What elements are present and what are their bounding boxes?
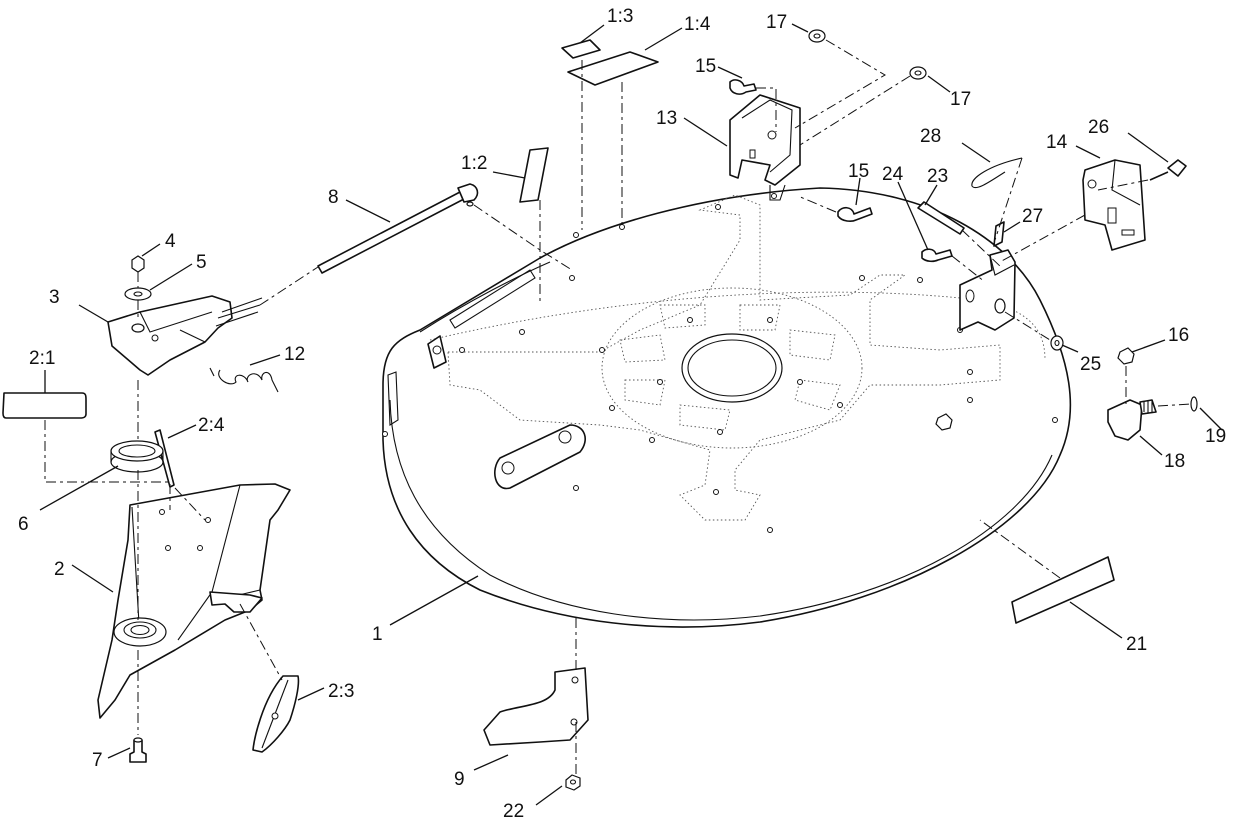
callout-1-4: 1:4 [684,14,711,35]
callout-15-mid: 15 [848,161,869,182]
callout-7: 7 [92,750,103,771]
pin-23 [917,201,965,235]
washer-5 [124,287,152,301]
bolt-15-mid [837,206,873,222]
callout-1: 1 [372,624,383,645]
callout-14: 14 [1046,132,1068,153]
callout-18: 18 [1164,451,1185,472]
callout-6: 6 [18,514,29,535]
nut-17-right [909,66,927,80]
callout-16: 16 [1168,325,1189,346]
nut-4 [131,255,145,273]
callout-15-top: 15 [695,56,716,77]
pin-2-4 [154,429,175,488]
hitch-bracket [959,249,1016,331]
callout-1-3: 1:3 [607,6,633,27]
callout-2-3: 2:3 [328,681,354,702]
callout-5: 5 [196,252,207,273]
bracket-14 [1082,159,1146,251]
callout-19: 19 [1205,426,1226,447]
callout-8: 8 [328,187,339,208]
bracket-3 [107,295,263,376]
nut-17-top [808,29,826,43]
rod-8 [317,183,479,274]
bolt-26 [1149,159,1187,181]
callout-4: 4 [165,231,176,252]
discharge-chute [97,483,291,719]
callout-26: 26 [1088,117,1109,138]
callout-9: 9 [454,769,465,790]
fitting-18 [1107,399,1157,441]
callout-22: 22 [503,801,524,822]
decal-2-1 [2,392,87,419]
nut-22 [565,774,581,791]
hairpin-28 [971,157,1023,189]
bolt-16 [1117,347,1135,365]
mower-deck [382,187,1072,628]
clip-27 [993,221,1005,247]
callout-17-right: 17 [950,89,971,110]
spring-12 [209,367,279,393]
callout-1-2: 1:2 [461,153,487,174]
decal-1-2 [519,147,549,203]
bushing-ring [110,440,164,473]
bolt-7 [129,737,147,763]
callout-2-1: 2:1 [29,348,55,369]
callout-25: 25 [1080,354,1101,375]
assembly-lines [44,39,1191,776]
bolt-15-top [729,79,757,95]
callout-21: 21 [1126,634,1147,655]
callout-13: 13 [656,108,677,129]
callout-3: 3 [49,287,60,308]
callout-17-top: 17 [766,12,787,33]
callout-27: 27 [1022,206,1043,227]
leader-lines [39,23,1223,806]
o-ring-19 [1190,396,1198,412]
deflector-9 [483,667,589,746]
callout-labels: 1 1:2 1:3 1:4 2 2:1 2:3 2:4 3 4 5 6 7 8 … [18,6,1226,822]
callout-24: 24 [882,164,904,185]
bracket-13 [729,94,801,201]
callout-12: 12 [284,344,305,365]
washer-25 [1050,335,1064,351]
callout-2: 2 [54,559,65,580]
callout-23: 23 [927,166,948,187]
decal-1-4 [567,51,659,86]
callout-2-4: 2:4 [198,415,225,436]
decal-21 [1011,556,1115,624]
callout-28: 28 [920,126,941,147]
